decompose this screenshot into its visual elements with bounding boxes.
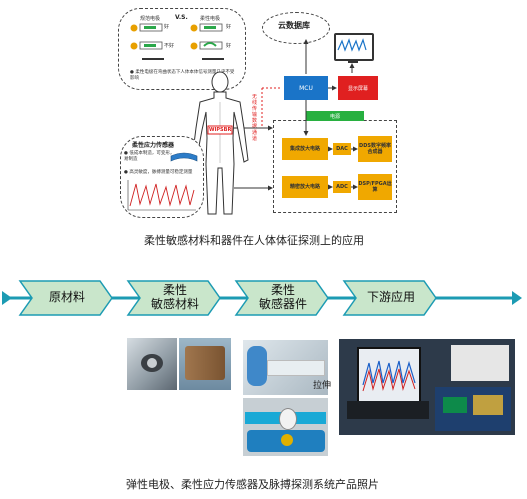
comparison-note: ● 柔性电极在弯曲状态下人体本体信号测量几乎不受影响 (130, 70, 235, 81)
monitoring-system-photo (339, 339, 515, 435)
power-block: 电源 (306, 111, 364, 121)
mcu-block: MCU (284, 76, 328, 100)
step-chevron (342, 280, 437, 316)
electrode-strip (144, 26, 156, 29)
step-chevron (18, 280, 113, 316)
sensor-stretch-photo (243, 340, 328, 395)
mode-right-label: 柔性电极 (200, 16, 221, 22)
electrode-frame (139, 23, 163, 32)
top-caption: 柔性敏感材料和器件在人体体征探测上的应用 (144, 234, 364, 247)
step-flexible-material: 柔性 敏感材料 (150, 283, 199, 311)
state-1-label: 好 (164, 24, 170, 30)
cloud-bubble (262, 12, 330, 44)
state-3-label: 好 (226, 24, 232, 30)
vs-label: V.S. (175, 14, 188, 21)
electrode-dot (130, 42, 138, 50)
wristband-photo (243, 398, 328, 456)
mode-left-label: 规范电极 (140, 16, 161, 22)
sensor-note-2: ● 高灵敏度，脉搏测量可稳定测量 (124, 170, 193, 175)
step-chevron (126, 280, 221, 316)
adc-block: ADC (333, 181, 351, 193)
electrode-frame (199, 23, 223, 32)
electrode-dot (130, 24, 138, 32)
step-raw-material: 原材料 (48, 290, 85, 304)
sensor-title: 柔性应力传感器 (132, 142, 175, 149)
electrode-dot (190, 24, 198, 32)
electrode-strip (204, 26, 216, 29)
body-label: WIPSBR (209, 127, 232, 133)
dac-block: DAC (333, 143, 351, 155)
electrode-comparison-drawing (130, 23, 224, 60)
pulse-waveform (127, 180, 196, 211)
sensor-note-1: ● 低成本制造，可变形，易制造 (124, 151, 175, 162)
monitor-stand (348, 59, 358, 63)
electrode-strip (144, 44, 156, 47)
display-block: 显示屏幕 (338, 76, 378, 100)
step-chevron (234, 280, 329, 316)
stretch-label: 拉伸 (313, 381, 332, 391)
raw-material-photo-1 (127, 338, 177, 390)
bottom-caption: 弹性电极、柔性应力传感器及脉搏探测系统产品照片 (126, 478, 379, 491)
raw-material-photo-2 (179, 338, 231, 390)
signal-bar (202, 58, 224, 60)
dsp-block: DSP/FPGA运算 (358, 174, 392, 200)
dds-block: DDS数字频率合成器 (358, 136, 392, 162)
step-flexible-device: 柔性 敏感器件 (258, 283, 307, 311)
comparison-bubble (118, 8, 246, 90)
electrode-dot (190, 42, 198, 50)
sensor-strip-drawing (170, 152, 198, 162)
signal-bar (142, 58, 164, 60)
mcu-label: MCU (299, 84, 313, 92)
system-connectors (230, 39, 358, 191)
process-line (2, 280, 522, 316)
electrode-frame (199, 41, 223, 50)
wireless-label: 无线传输数据通道 (252, 94, 258, 142)
step-downstream: 下游应用 (366, 290, 415, 304)
power-label: 电源 (329, 113, 340, 120)
electrode-frame (139, 41, 163, 50)
electrode-bent-strip (203, 42, 217, 47)
cloud-label: 云数据库 (278, 21, 310, 30)
state-4-label: 好 (226, 43, 232, 49)
display-label: 显示屏幕 (347, 85, 368, 92)
amp1-block: 集成放大电路 (282, 138, 328, 160)
state-2-label: 不好 (164, 43, 175, 49)
amp2-block: 精密放大电路 (282, 176, 328, 198)
